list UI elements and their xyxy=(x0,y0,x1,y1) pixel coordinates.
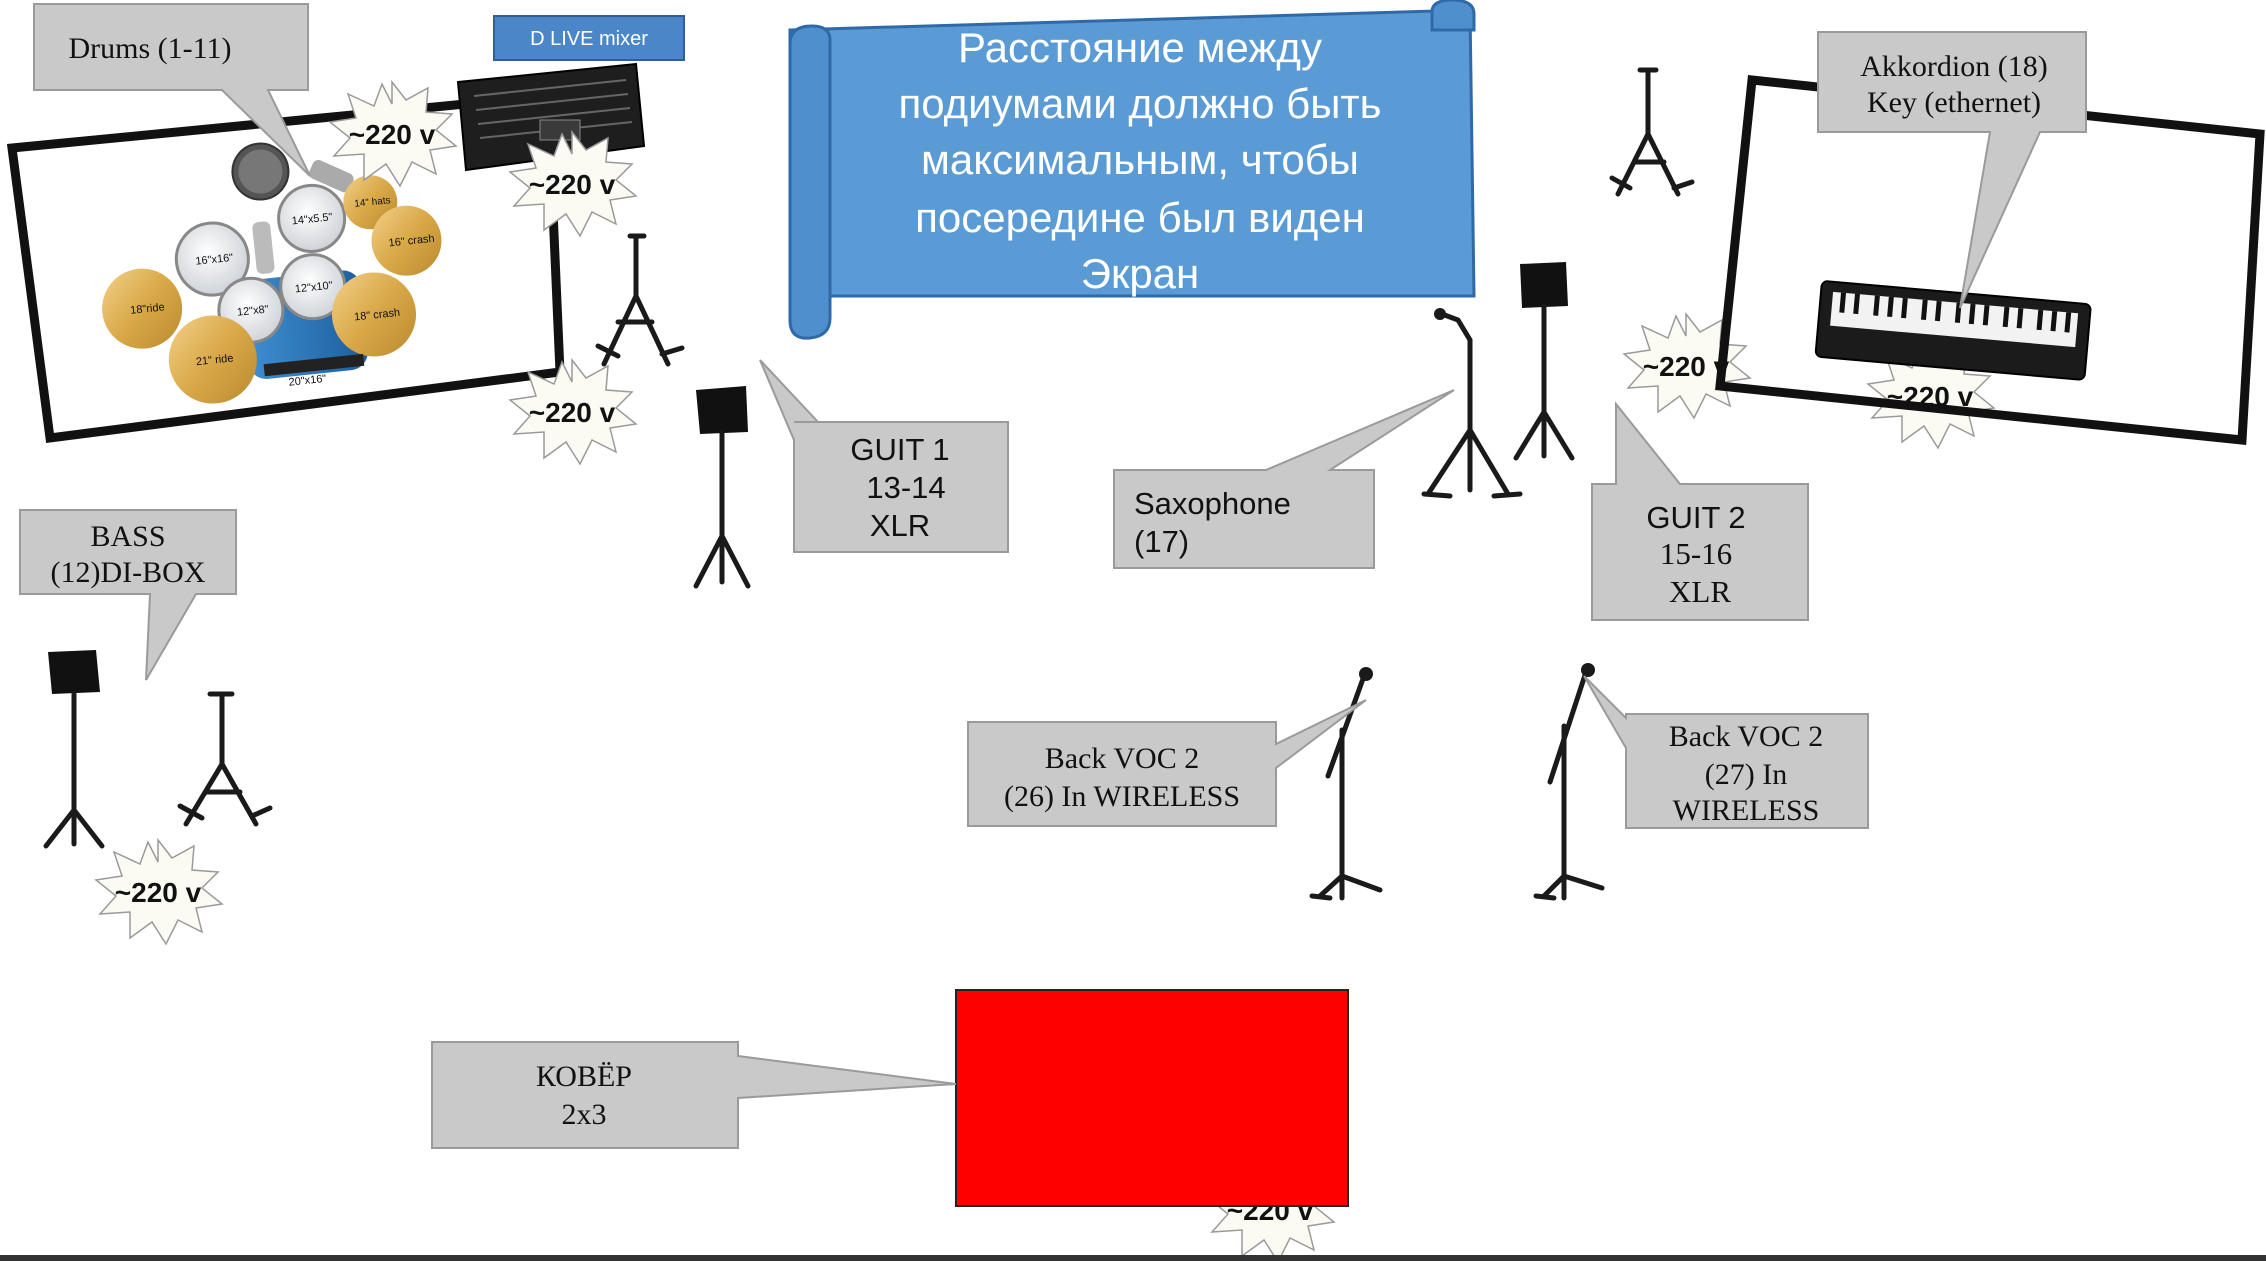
callout-akkordion-line-1: Akkordion (18) xyxy=(1860,50,2047,83)
callout-akkordion: Akkordion (18) Key (ethernet) xyxy=(1817,31,2087,309)
callout-saxophone-line-1: Saxophone xyxy=(1134,486,1291,521)
callout-backvoc-left: Back VOC 2 (26) In WIRELESS xyxy=(967,699,1367,827)
drum-label-10: 20"x16" xyxy=(288,373,327,389)
callout-bass-line-1: BASS xyxy=(90,520,165,553)
music-stand-icon xyxy=(43,650,105,849)
power-label: ~220 v xyxy=(115,877,202,908)
callout-backvoc-left-line-1: Back VOC 2 xyxy=(1045,742,1199,775)
callout-bass-line-2: (12)DI-BOX xyxy=(51,556,206,589)
drum-label-7: 12"x10" xyxy=(294,280,333,296)
drum-label-1: 18"ride xyxy=(130,301,166,317)
callout-guit2-line-1: GUIT 2 xyxy=(1646,500,1745,535)
callout-akkordion-line-2: Key (ethernet) xyxy=(1867,86,2041,119)
callout-drums: Drums (1-11) xyxy=(33,3,311,177)
callout-guit2-line-3: XLR xyxy=(1669,574,1731,609)
callout-guit2-line-2: 15-16 xyxy=(1660,536,1732,571)
callout-guit1-line-3: XLR xyxy=(870,508,930,543)
banner-line-3: максимальным, чтобы xyxy=(921,136,1359,183)
power-burst-icon: ~220 v xyxy=(95,839,223,945)
guitar-stand-icon xyxy=(177,691,273,827)
drum-kit-icon: 18"ride 16"x16" 14"x5.5" 14" hats 16" cr… xyxy=(102,142,442,404)
callout-backvoc-left-line-2: (26) In WIRELESS xyxy=(1004,780,1240,813)
power-label: ~220 v xyxy=(529,169,616,200)
microphone-stand-icon xyxy=(1421,308,1523,499)
music-stand-icon xyxy=(1513,262,1575,461)
microphone-stand-icon xyxy=(1309,667,1383,901)
callout-backvoc-right-line-3: WIRELESS xyxy=(1673,794,1820,827)
drum-label-4: 14" hats xyxy=(354,195,391,210)
bottom-border xyxy=(0,1255,2266,1261)
power-burst-icon: ~220 v xyxy=(329,81,457,187)
drum-label-5: 16" crash xyxy=(388,233,435,250)
banner-line-4: посередине был виден xyxy=(915,194,1365,241)
banner-line-2: подиумами должно быть xyxy=(898,80,1381,127)
callout-carpet-line-2: 2x3 xyxy=(562,1098,607,1131)
power-burst-icon: ~220 v xyxy=(509,131,637,237)
power-label: ~220 v xyxy=(529,397,616,428)
power-burst-icon: ~220 v xyxy=(509,359,637,465)
mixer-label-text: D LIVE mixer xyxy=(530,28,648,50)
drum-label-6: 12"x8" xyxy=(236,303,269,318)
drum-label-9: 21" ride xyxy=(195,352,234,368)
power-label: ~220 v xyxy=(349,119,436,150)
callout-guit2: GUIT 2 15-16 XLR xyxy=(1591,401,1809,621)
banner-line-1: Расстояние между xyxy=(958,24,1322,71)
guitar-stand-icon xyxy=(1609,67,1695,197)
callout-drums-line-1: Drums (1-11) xyxy=(68,32,231,65)
music-stand-icon xyxy=(693,386,751,589)
info-banner: Расстояние между подиумами должно быть м… xyxy=(788,0,1476,340)
power-label: ~220 v xyxy=(1643,351,1730,382)
microphone-stand-icon xyxy=(1533,663,1605,901)
drum-label-3: 14"x5.5" xyxy=(291,211,333,227)
callout-carpet-line-1: КОВЁР xyxy=(536,1060,632,1093)
callout-backvoc-right: Back VOC 2 (27) In WIRELESS xyxy=(1583,675,1869,829)
callout-saxophone: Saxophone (17) xyxy=(1113,389,1455,569)
keyboard-icon xyxy=(1814,280,2092,381)
banner-line-5: Экран xyxy=(1081,250,1199,297)
callout-guit1-line-2: 13-14 xyxy=(866,470,945,505)
drum-label-2: 16"x16" xyxy=(195,252,234,268)
guitar-stand-icon xyxy=(595,233,685,367)
callout-backvoc-right-line-2: (27) In xyxy=(1705,758,1787,791)
callout-carpet: КОВЁР 2x3 xyxy=(431,1041,957,1149)
keyboard-riser xyxy=(1715,75,2265,445)
callout-backvoc-right-line-1: Back VOC 2 xyxy=(1669,720,1823,753)
callout-saxophone-line-2: (17) xyxy=(1134,524,1189,559)
callout-bass: BASS (12)DI-BOX xyxy=(19,509,237,681)
power-burst-icon: ~220 v xyxy=(1623,313,1751,419)
drum-label-8: 18" crash xyxy=(354,307,401,324)
callout-guit1: GUIT 1 13-14 XLR xyxy=(759,359,1009,553)
carpet xyxy=(955,989,1349,1207)
callout-guit1-line-1: GUIT 1 xyxy=(850,432,949,467)
mixer-label: D LIVE mixer xyxy=(493,15,685,61)
